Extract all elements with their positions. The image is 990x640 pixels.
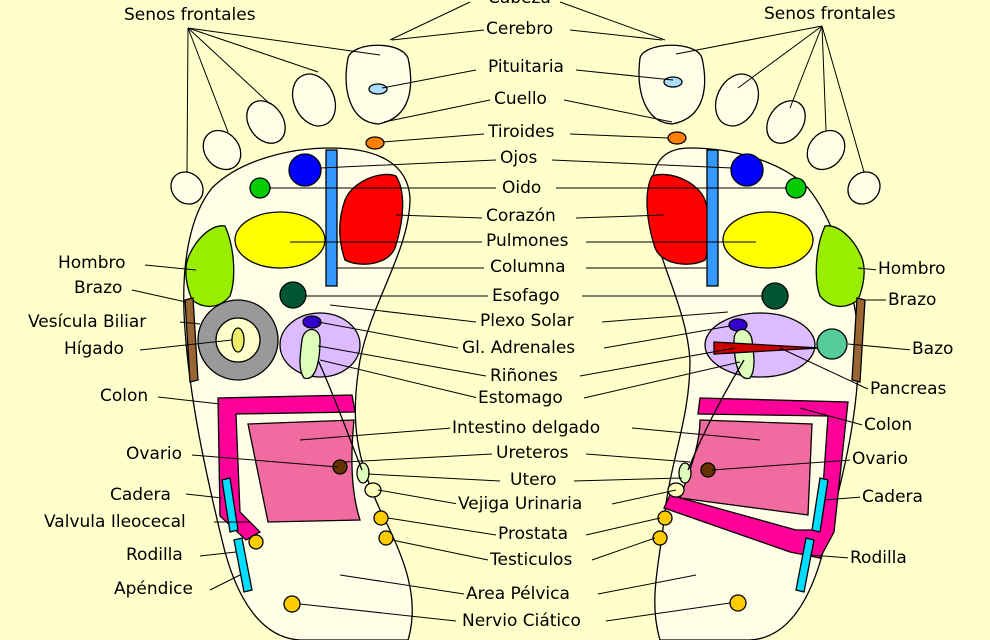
right-ear: [785, 177, 807, 199]
label-hombro-left: Hombro: [56, 253, 128, 273]
left-testicle: [378, 530, 394, 546]
right-toe-3: [766, 100, 806, 144]
left-kidney: [299, 328, 321, 379]
label-vesicula-biliar: Vesícula Biliar: [26, 312, 149, 332]
label-tiroides: Tiroides: [486, 122, 557, 142]
right-pancreas: [713, 341, 821, 355]
left-pituitary: [368, 83, 388, 95]
left-toe-3: [246, 100, 286, 144]
label-senos-frontales-right: Senos frontales: [762, 4, 898, 24]
left-toe-4: [202, 129, 242, 171]
label-utero: Utero: [508, 470, 559, 490]
label-oido: Oido: [500, 178, 544, 198]
left-shoulder: [185, 225, 235, 307]
label-ureteros: Ureteros: [494, 443, 571, 463]
label-cerebro: Cerebro: [484, 19, 556, 39]
right-testicle: [652, 530, 668, 546]
label-apendice: Apéndice: [112, 579, 195, 599]
right-spine: [706, 149, 719, 287]
leader-lines: [131, 1, 913, 622]
label-vejiga-urinaria: Vejiga Urinaria: [456, 494, 585, 514]
label-esofago: Esofago: [490, 286, 562, 306]
right-prostate: [657, 510, 673, 526]
left-spine: [325, 149, 338, 287]
label-cadera-left: Cadera: [108, 485, 173, 505]
left-ear: [249, 177, 271, 199]
left-ureter: [317, 359, 363, 471]
left-gallbladder: [231, 327, 245, 353]
label-pulmones: Pulmones: [484, 231, 571, 251]
left-hip: [221, 477, 239, 533]
left-bladder: [364, 482, 382, 498]
left-uterus: [356, 462, 370, 484]
right-sciatic: [729, 594, 747, 612]
left-toe-2: [291, 73, 337, 127]
label-pituitaria: Pituitaria: [486, 57, 566, 77]
label-intestino-delgado: Intestino delgado: [450, 418, 603, 438]
label-ojos: Ojos: [498, 148, 540, 168]
label-rodilla-right: Rodilla: [848, 548, 909, 568]
label-ovario-right: Ovario: [850, 449, 910, 469]
left-eye: [288, 153, 322, 187]
label-plexo-solar: Plexo Solar: [478, 311, 576, 331]
label-colon-left: Colon: [98, 386, 151, 406]
left-ileocecal: [248, 534, 264, 550]
right-esophagus: [761, 282, 789, 310]
label-ovario-left: Ovario: [124, 444, 184, 464]
label-testiculos: Testiculos: [488, 550, 575, 570]
left-knee: [233, 537, 253, 593]
right-toe-5: [847, 171, 881, 205]
label-columna: Columna: [488, 257, 568, 277]
right-ureter: [687, 359, 745, 471]
label-senos-frontales-left: Senos frontales: [122, 5, 258, 25]
label-pancreas: Pancreas: [868, 379, 949, 399]
label-brazo-left: Brazo: [72, 278, 125, 298]
label-nervio-ciatico: Nervio Ciático: [460, 611, 583, 631]
label-rodilla-left: Rodilla: [124, 545, 185, 565]
left-sciatic: [283, 595, 301, 613]
left-foot: [170, 44, 413, 640]
right-lung: [722, 211, 814, 269]
left-adrenal: [302, 315, 322, 329]
label-higado: Hígado: [62, 339, 126, 359]
label-bazo: Bazo: [910, 339, 956, 359]
label-hombro-right: Hombro: [876, 259, 948, 279]
label-cuello: Cuello: [492, 89, 549, 109]
right-spleen: [816, 328, 848, 360]
right-kidney: [733, 328, 755, 379]
label-cabeza: Cabeza: [486, 0, 553, 8]
right-shoulder: [815, 225, 865, 307]
left-small-intestine: [247, 419, 361, 523]
right-hip: [811, 477, 829, 533]
label-colon-right: Colon: [862, 415, 915, 435]
label-prostata: Prostata: [496, 524, 570, 544]
right-toe-2: [714, 73, 760, 127]
right-colon: [663, 397, 849, 559]
left-esophagus: [279, 281, 307, 309]
label-corazon: Corazón: [484, 206, 558, 226]
label-estomago: Estomago: [476, 388, 565, 408]
label-gl-adrenales: Gl. Adrenales: [460, 338, 578, 358]
right-toe-4: [806, 129, 846, 171]
right-pituitary: [663, 76, 683, 88]
right-arm: [851, 297, 866, 383]
label-area-pelvica: Area Pélvica: [464, 584, 572, 604]
left-lung: [234, 211, 326, 269]
left-arm: [184, 297, 199, 383]
right-eye: [730, 153, 764, 187]
right-knee: [795, 537, 815, 593]
left-thyroid: [365, 136, 385, 150]
label-valvula-ileocecal: Valvula Ileocecal: [42, 512, 188, 532]
label-brazo-right: Brazo: [886, 290, 939, 310]
left-toe-5: [170, 171, 204, 205]
label-rinones: Riñones: [488, 366, 560, 386]
left-prostate: [373, 510, 389, 526]
label-cadera-right: Cadera: [860, 487, 925, 507]
right-thyroid: [667, 131, 687, 145]
